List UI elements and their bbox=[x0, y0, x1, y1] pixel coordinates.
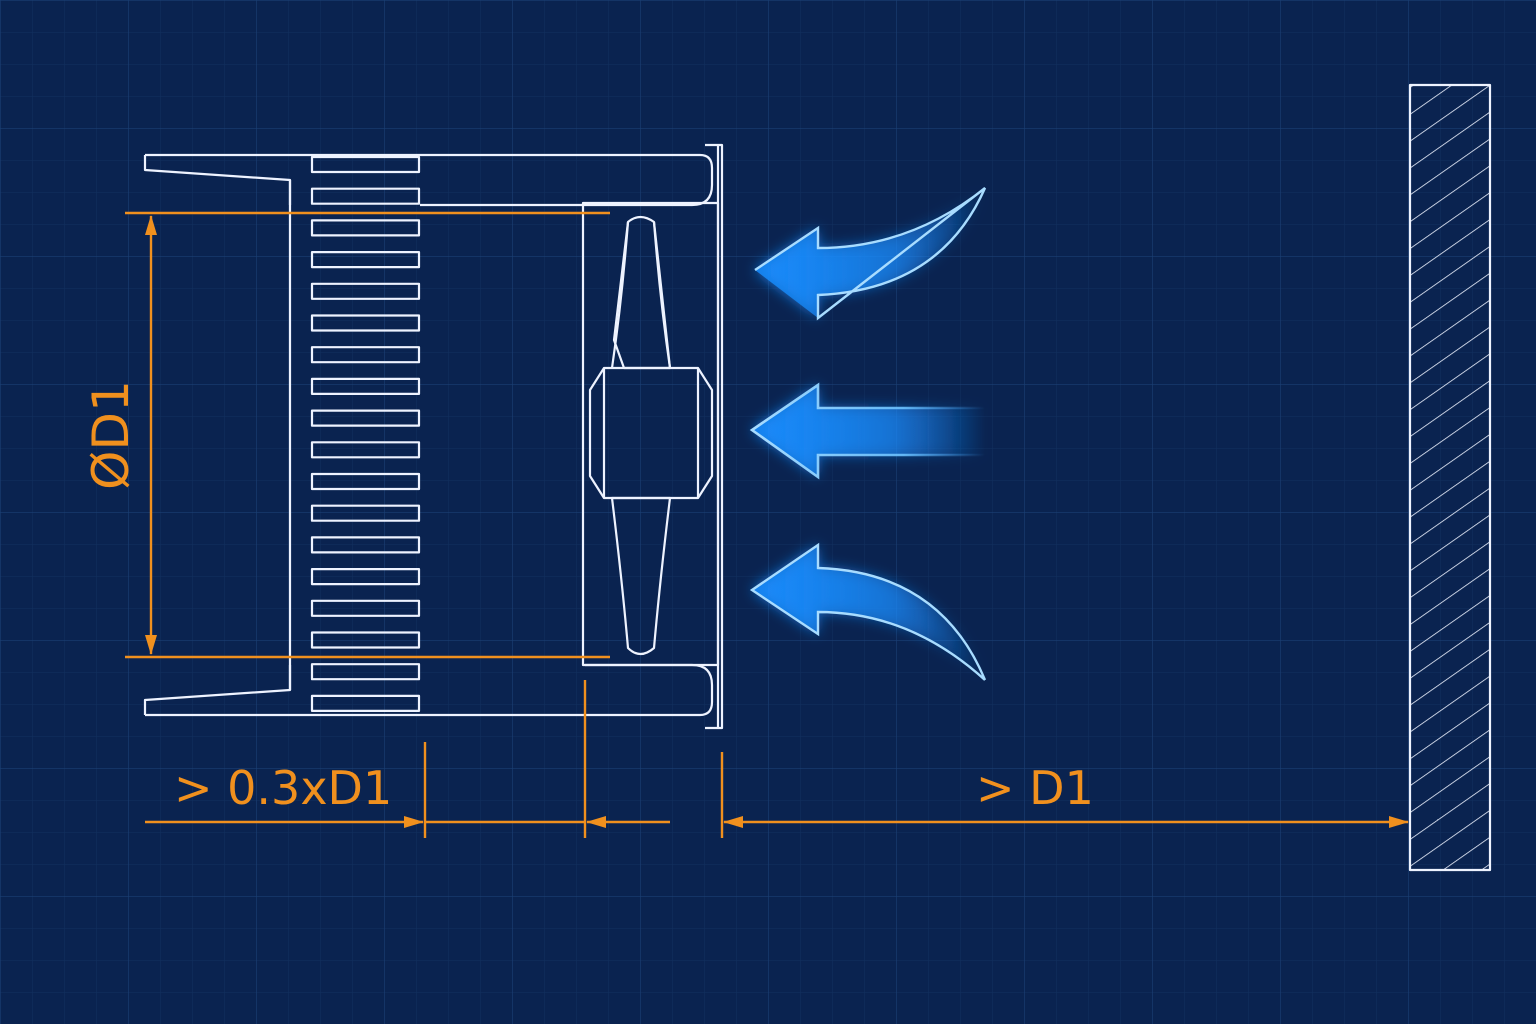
diameter-dimension bbox=[125, 211, 610, 659]
airflow-arrows bbox=[749, 187, 987, 681]
hatched-wall bbox=[1408, 83, 1492, 872]
grille-slat bbox=[310, 599, 421, 617]
obstacle-distance-label: > D1 bbox=[976, 761, 1094, 815]
grille-slat bbox=[310, 472, 421, 491]
grille-slat bbox=[310, 314, 421, 332]
grille-slat bbox=[310, 155, 421, 174]
grille-slat bbox=[310, 251, 421, 269]
diameter-label: ØD1 bbox=[82, 380, 140, 490]
grille-slat bbox=[310, 694, 421, 713]
grille-slat bbox=[310, 441, 421, 459]
inlet-grille bbox=[310, 155, 421, 713]
inlet-distance-label: > 0.3xD1 bbox=[174, 761, 393, 815]
axial-fan-blade bbox=[588, 215, 714, 656]
obstacle-distance-dimension bbox=[720, 752, 1409, 838]
airflow-arrow-bottom bbox=[749, 542, 987, 681]
inlet-distance-dimension bbox=[145, 680, 670, 838]
grille-slat bbox=[310, 567, 421, 586]
grille-slat bbox=[310, 187, 421, 205]
fan-housing bbox=[143, 143, 724, 730]
grille-slat bbox=[310, 409, 421, 427]
grille-slat bbox=[310, 631, 421, 649]
grille-slat bbox=[310, 219, 421, 237]
grille-slat bbox=[310, 377, 421, 395]
grille-slat bbox=[310, 536, 421, 554]
grille-slat bbox=[310, 504, 421, 522]
grille-slat bbox=[310, 663, 421, 681]
grille-slat bbox=[310, 282, 421, 300]
airflow-arrow-top bbox=[754, 187, 987, 321]
grille-slat bbox=[310, 346, 421, 364]
airflow-arrow-middle bbox=[749, 382, 985, 480]
